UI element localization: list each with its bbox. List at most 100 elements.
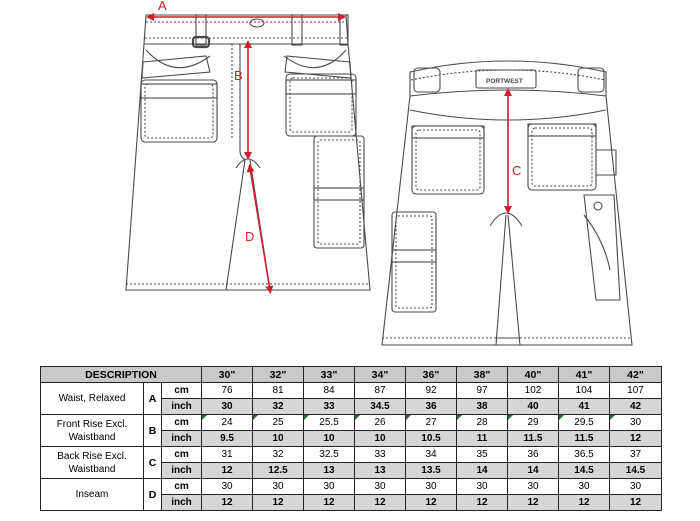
table-cell: 12	[354, 494, 407, 511]
measurement-letter: A	[143, 382, 162, 415]
table-cell: 13.5	[405, 462, 458, 479]
table-cell: 10	[354, 430, 407, 447]
table-cell: 35	[456, 446, 509, 463]
table-cell: 25	[252, 414, 305, 431]
unit-label: cm	[160, 478, 203, 495]
table-cell: 14	[456, 462, 509, 479]
table-cell: 32	[252, 398, 305, 415]
table-cell: 12	[201, 462, 254, 479]
table-cell: 26	[354, 414, 407, 431]
table-cell: 107	[609, 382, 663, 399]
table-cell: 30	[507, 478, 560, 495]
table-cell: 30	[405, 478, 458, 495]
table-cell: 97	[456, 382, 509, 399]
table-cell: 29.5	[558, 414, 611, 431]
table-cell: 28	[456, 414, 509, 431]
back-view	[381, 60, 633, 346]
table-cell: 37	[609, 446, 663, 463]
table-cell: 102	[507, 382, 560, 399]
unit-label: inch	[160, 494, 203, 511]
shorts-technical-drawing: A B D PORTWEST	[125, 0, 633, 346]
table-cell: 92	[405, 382, 458, 399]
table-cell: 12	[252, 494, 305, 511]
table-cell: 30	[609, 478, 663, 495]
table-cell: 30	[201, 478, 254, 495]
table-cell: 12	[609, 494, 663, 511]
table-cell: 31	[201, 446, 254, 463]
table-cell: 12	[201, 494, 254, 511]
front-measurements	[146, 13, 346, 294]
table-cell: 12	[507, 494, 560, 511]
table-cell: 42	[609, 398, 663, 415]
table-cell: 40	[507, 398, 560, 415]
table-cell: 38	[456, 398, 509, 415]
size-header: 41"	[558, 366, 611, 383]
table-cell: 12	[303, 494, 356, 511]
table-cell: 10	[252, 430, 305, 447]
unit-label: inch	[160, 462, 203, 479]
table-cell: 104	[558, 382, 611, 399]
table-cell: 30	[354, 478, 407, 495]
table-cell: 33	[354, 446, 407, 463]
table-cell: 84	[303, 382, 356, 399]
letter-b: B	[234, 68, 243, 83]
table-cell: 14	[507, 462, 560, 479]
table-cell: 11.5	[558, 430, 611, 447]
size-header: 36"	[405, 366, 458, 383]
letter-d: D	[245, 229, 254, 244]
table-cell: 30	[609, 414, 663, 431]
table-cell: 27	[405, 414, 458, 431]
table-cell: 30	[303, 478, 356, 495]
letter-c: C	[512, 163, 521, 178]
table-cell: 30	[201, 398, 254, 415]
table-cell: 87	[354, 382, 407, 399]
measurement-letter: D	[143, 478, 162, 511]
table-cell: 41	[558, 398, 611, 415]
size-header: 38"	[456, 366, 509, 383]
unit-label: cm	[160, 446, 203, 463]
measurement-description: Front Rise Excl. Waistband	[40, 414, 144, 447]
measurement-description: Waist, Relaxed	[40, 382, 144, 415]
table-cell: 30	[558, 478, 611, 495]
table-cell: 9.5	[201, 430, 254, 447]
size-header: 42"	[609, 366, 663, 383]
table-cell: 24	[201, 414, 254, 431]
table-cell: 36.5	[558, 446, 611, 463]
unit-label: cm	[160, 414, 203, 431]
measurement-description: Back Rise Excl. Waistband	[40, 446, 144, 479]
measurement-letter: C	[143, 446, 162, 479]
table-cell: 10.5	[405, 430, 458, 447]
measurement-letter: B	[143, 414, 162, 447]
table-cell: 81	[252, 382, 305, 399]
unit-label: inch	[160, 398, 203, 415]
letter-a: A	[158, 0, 167, 13]
table-cell: 12	[558, 494, 611, 511]
table-cell: 32	[252, 446, 305, 463]
table-cell: 11	[456, 430, 509, 447]
brand-label: PORTWEST	[486, 78, 523, 85]
table-cell: 12	[405, 494, 458, 511]
table-cell: 76	[201, 382, 254, 399]
size-header: 33"	[303, 366, 356, 383]
table-cell: 34	[405, 446, 458, 463]
table-cell: 12.5	[252, 462, 305, 479]
table-cell: 29	[507, 414, 560, 431]
size-header: 30"	[201, 366, 254, 383]
table-cell: 13	[303, 462, 356, 479]
table-cell: 14.5	[609, 462, 663, 479]
measurement-description: Inseam	[40, 478, 144, 511]
front-view	[125, 14, 371, 291]
table-cell: 13	[354, 462, 407, 479]
table-cell: 33	[303, 398, 356, 415]
table-cell: 10	[303, 430, 356, 447]
size-header: 34"	[354, 366, 407, 383]
